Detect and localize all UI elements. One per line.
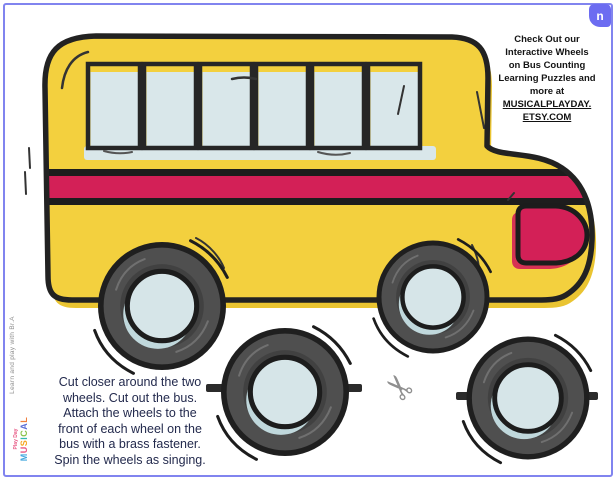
notion-badge[interactable]: n — [589, 4, 611, 27]
promo-line: Interactive Wheels — [505, 47, 589, 58]
promo-line: more at — [529, 86, 565, 97]
bus-windows — [84, 61, 436, 160]
wheel-tab — [206, 384, 224, 392]
sketch-marks — [24, 50, 485, 299]
wheel-cutout-2 — [463, 335, 590, 462]
wheels — [95, 239, 598, 462]
instruction-line: Spin the wheels as singing. — [54, 452, 206, 467]
instruction-line: Attach the wheels to the — [63, 406, 197, 420]
wheel-cutout-1 — [218, 327, 351, 460]
instruction-line: wheels. Cut out the bus. — [62, 390, 198, 405]
brand-logo-word: MUSICAL — [19, 416, 29, 462]
promo-text: Check Out our Interactive Wheels on Bus … — [486, 33, 608, 124]
instruction-line: front of each wheel on the — [58, 421, 202, 436]
promo-line: Check Out our — [514, 34, 580, 45]
instruction-line: Cut closer around the two — [58, 375, 202, 389]
bus-stripe — [44, 169, 593, 205]
credit-text: Learn and play with Br.A — [9, 316, 16, 394]
promo-line: on Bus Counting — [508, 60, 586, 71]
promo-line: Learning Puzzles and — [498, 73, 596, 84]
bus-front-panel — [507, 192, 590, 269]
etsy-shop-link[interactable]: MUSICALPLAYDAY. ETSY.COM — [502, 99, 592, 123]
notion-badge-label: n — [596, 8, 604, 23]
instructions-text: Cut closer around the two wheels. Cut ou… — [44, 375, 216, 468]
instruction-line: bus with a brass fastener. — [59, 437, 201, 451]
brand-logo: Play Day MUSICAL — [7, 416, 35, 462]
